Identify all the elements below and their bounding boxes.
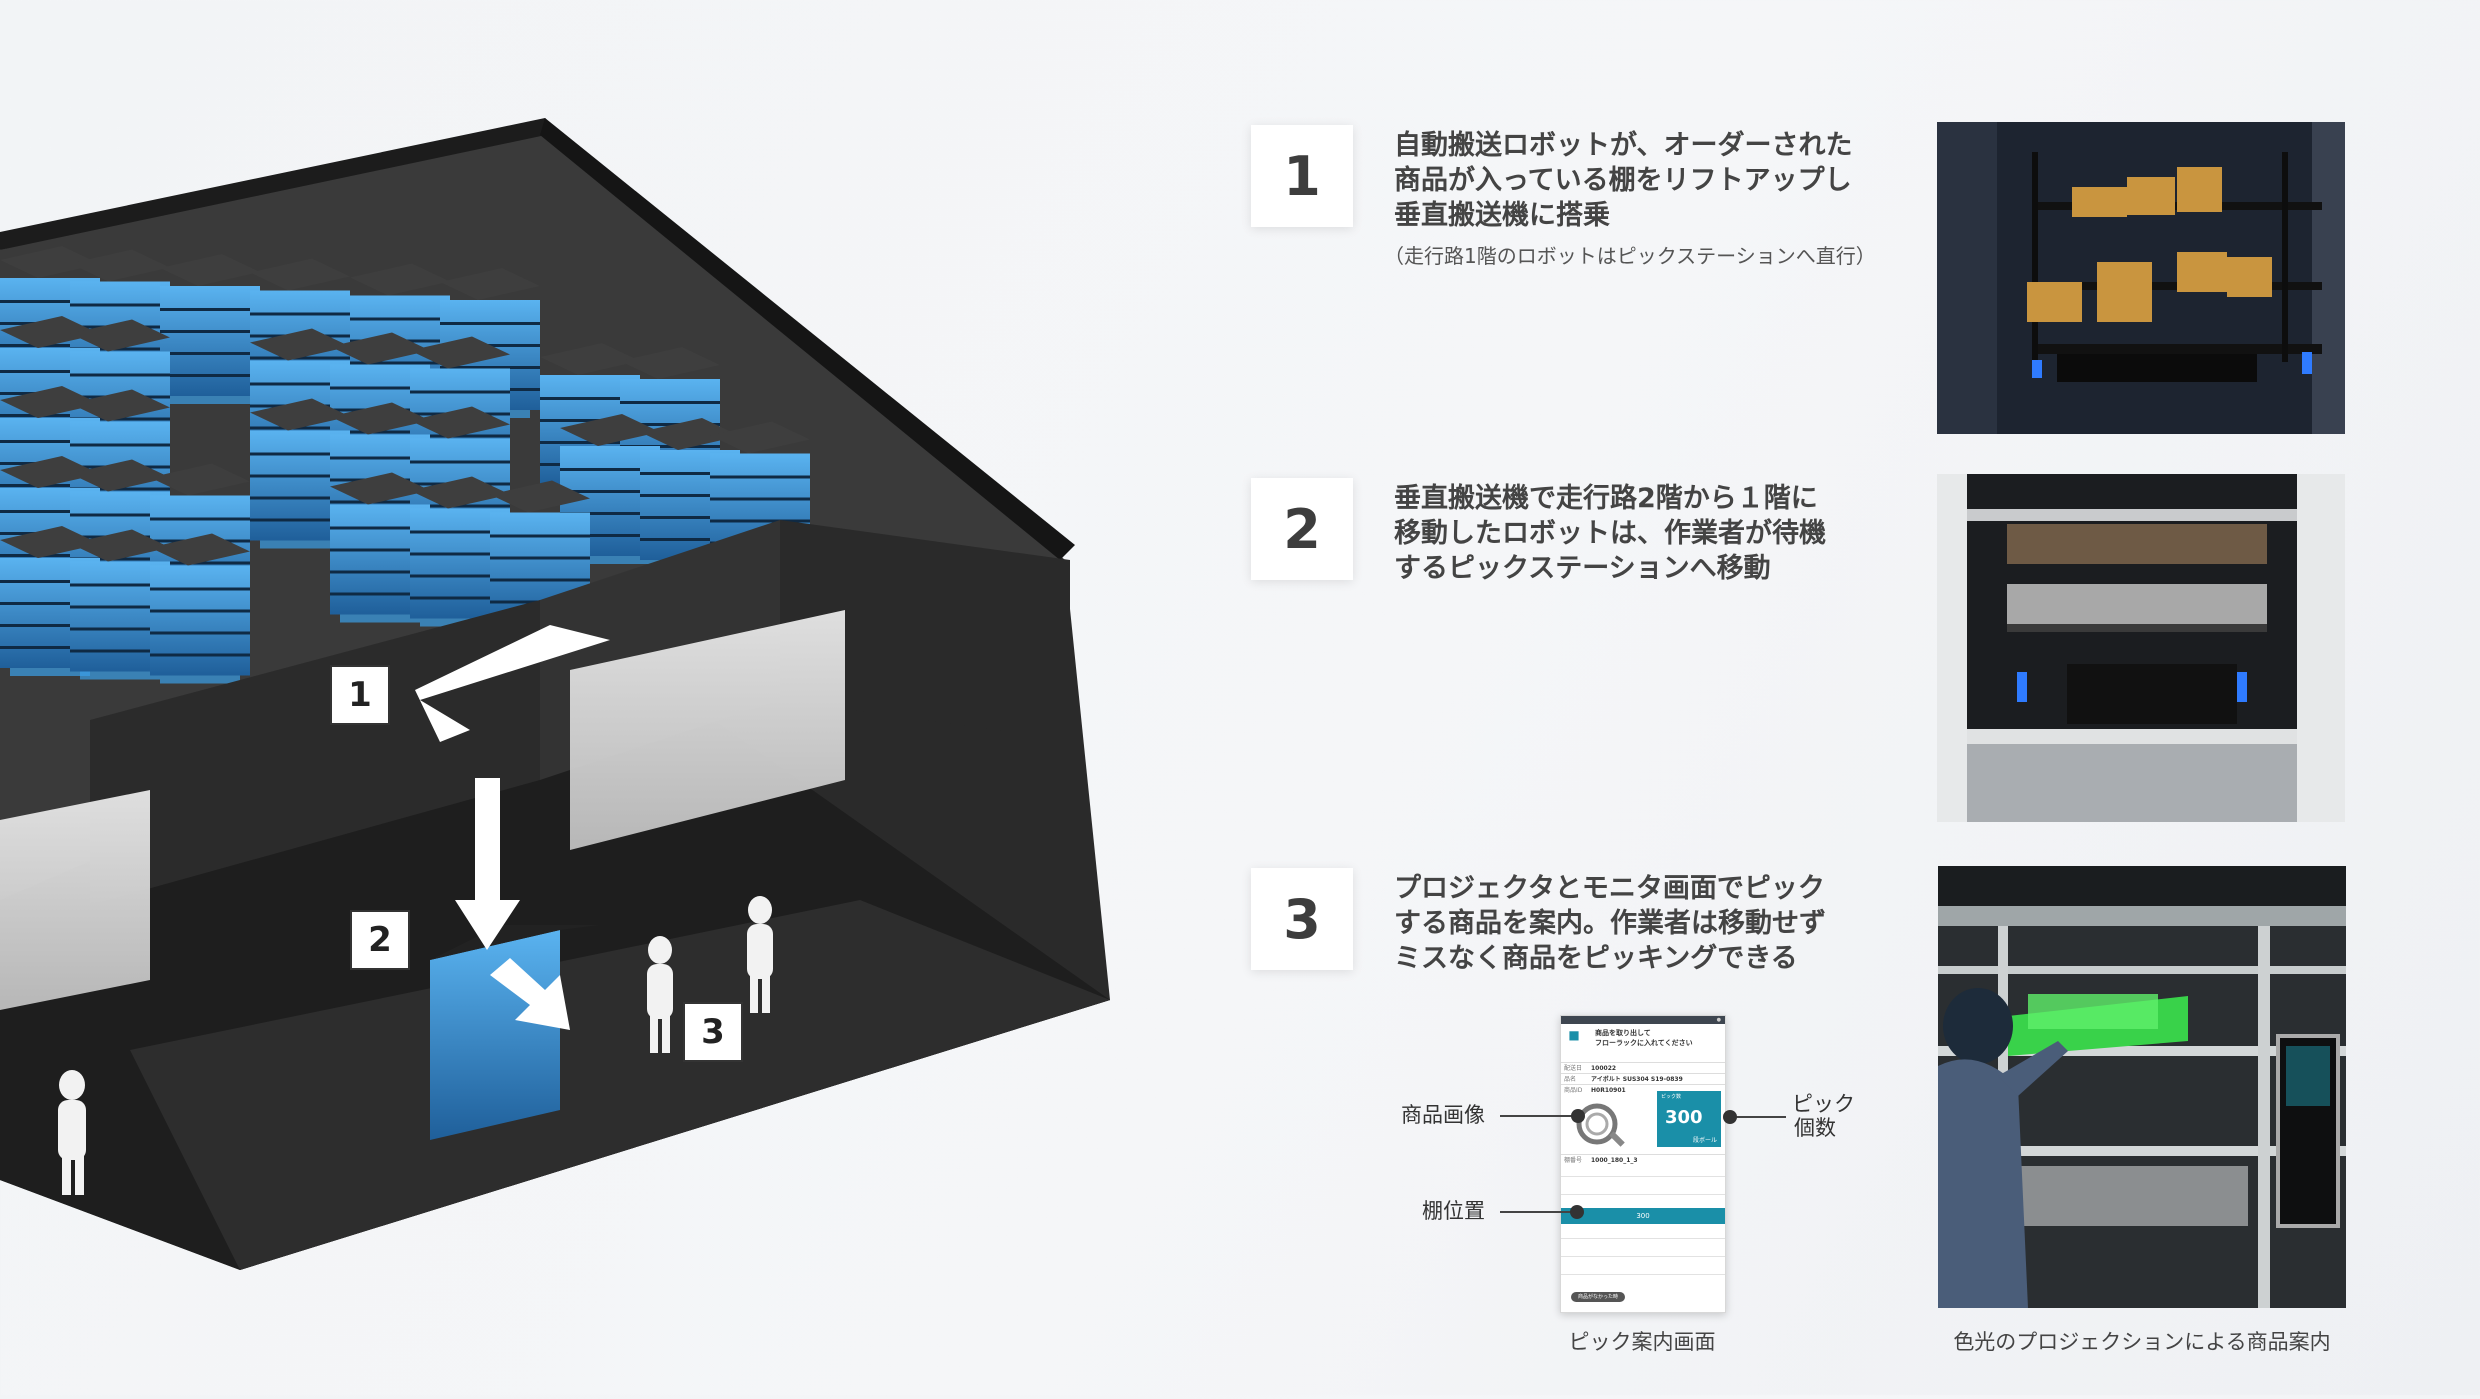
row-key: 品名 xyxy=(1564,1076,1577,1083)
step-3-text: プロジェクタとモニタ画面でピック する商品を案内。作業者は移動せず ミスなく商品… xyxy=(1394,871,1826,976)
row-key: 商品ID xyxy=(1564,1087,1583,1094)
robot-shelf-photo xyxy=(1937,122,2345,434)
step-3-line-2: する商品を案内。作業者は移動せず xyxy=(1394,908,1826,939)
truck-icon: ■ xyxy=(1568,1028,1580,1042)
phone-row-product: 品名 アイボルト SUS304 S19-0839 xyxy=(1561,1073,1725,1085)
row-value: アイボルト SUS304 S19-0839 xyxy=(1591,1076,1683,1083)
leader-pick-count xyxy=(1730,1116,1786,1118)
row-value: 100022 xyxy=(1591,1065,1617,1072)
pick-count-label: ピック数 xyxy=(1661,1094,1682,1100)
phone-row-id: 商品ID H0R10901 xyxy=(1561,1084,1725,1096)
caption-pick-screen: ピック案内画面 xyxy=(1568,1330,1716,1354)
step-1-number: 1 xyxy=(1251,125,1353,227)
phone-header: ■ 商品を取り出して フローラックに入れてください xyxy=(1561,1024,1725,1062)
warehouse-illustration xyxy=(0,0,1200,1395)
row-value: H0R10901 xyxy=(1591,1087,1626,1094)
phone-row-date: 配送日 100022 xyxy=(1561,1062,1725,1074)
storage-rack xyxy=(160,254,260,404)
step-3-line-3: ミスなく商品をピッキングできる xyxy=(1394,943,1798,974)
leader-dot xyxy=(1571,1109,1585,1123)
callout-pick-count-line-2: 個数 xyxy=(1794,1116,1836,1140)
leader-shelf-position xyxy=(1500,1211,1572,1213)
divider xyxy=(1561,1256,1725,1257)
callout-shelf-position: 棚位置 xyxy=(1422,1199,1485,1223)
eyebolt-product-image xyxy=(1576,1103,1625,1147)
leader-product-image xyxy=(1500,1115,1576,1117)
leader-dot xyxy=(1570,1205,1584,1219)
pick-guide-screen: ● ■ 商品を取り出して フローラックに入れてください 配送日 100022 品名… xyxy=(1560,1015,1726,1313)
storage-rack xyxy=(710,421,810,572)
row-key: 棚番号 xyxy=(1564,1157,1583,1164)
step-1-line-1: 自動搬送ロボットが、オーダーされた xyxy=(1394,130,1853,161)
callout-pick-count-line-1: ピック xyxy=(1792,1092,1855,1116)
phone-header-title: 商品を取り出して フローラックに入れてください xyxy=(1595,1028,1693,1048)
phone-header-line-2: フローラックに入れてください xyxy=(1595,1039,1693,1047)
shelf-location-bar: 300 xyxy=(1561,1208,1725,1224)
pick-count-value: 300 xyxy=(1665,1107,1703,1128)
callout-product-image: 商品画像 xyxy=(1401,1103,1485,1127)
leader-dot xyxy=(1723,1110,1737,1124)
phone-header-line-1: 商品を取り出して xyxy=(1595,1029,1651,1037)
out-of-stock-button[interactable]: 商品がなかった時 xyxy=(1571,1292,1625,1302)
caption-projection: 色光のプロジェクションによる商品案内 xyxy=(1953,1330,2331,1354)
step-2-number: 2 xyxy=(1251,478,1353,580)
step-2-line-3: するピックステーションへ移動 xyxy=(1394,553,1771,584)
projection-guidance-photo xyxy=(1938,866,2346,1308)
divider xyxy=(1561,1274,1725,1275)
vertical-lift-photo xyxy=(1937,474,2345,822)
step-1-note: （走行路1階のロボットはピックステーションへ直行） xyxy=(1384,244,1876,268)
step-1-text: 自動搬送ロボットが、オーダーされた 商品が入っている棚をリフトアップし 垂直搬送… xyxy=(1394,128,1852,233)
callout-pick-count: ピック 個数 xyxy=(1792,1092,1855,1140)
pick-count-panel: ピック数 300 段ボール xyxy=(1657,1091,1721,1147)
step-2-line-2: 移動したロボットは、作業者が待機 xyxy=(1394,518,1826,549)
step-1-line-3: 垂直搬送機に搭乗 xyxy=(1394,200,1610,231)
step-1-line-2: 商品が入っている棚をリフトアップし xyxy=(1394,165,1852,196)
row-key: 配送日 xyxy=(1564,1065,1583,1072)
storage-rack xyxy=(150,533,250,684)
divider xyxy=(1561,1194,1725,1195)
row-value: 1000_180_1_3 xyxy=(1591,1157,1638,1164)
scene-label-3: 3 xyxy=(683,1002,743,1062)
scene-label-2: 2 xyxy=(350,910,410,970)
scene-label-1: 1 xyxy=(330,665,390,725)
divider xyxy=(1561,1176,1725,1177)
phone-row-location: 棚番号 1000_180_1_3 xyxy=(1561,1154,1725,1166)
step-3-line-1: プロジェクタとモニタ画面でピック xyxy=(1394,873,1825,904)
step-2-line-1: 垂直搬送機で走行路2階から１階に xyxy=(1394,483,1818,514)
divider xyxy=(1561,1238,1725,1239)
phone-status-bar: ● xyxy=(1561,1016,1725,1024)
step-3-number: 3 xyxy=(1251,868,1353,970)
pick-count-sub: 段ボール xyxy=(1692,1137,1717,1144)
step-2-text: 垂直搬送機で走行路2階から１階に 移動したロボットは、作業者が待機 するピックス… xyxy=(1394,481,1826,586)
